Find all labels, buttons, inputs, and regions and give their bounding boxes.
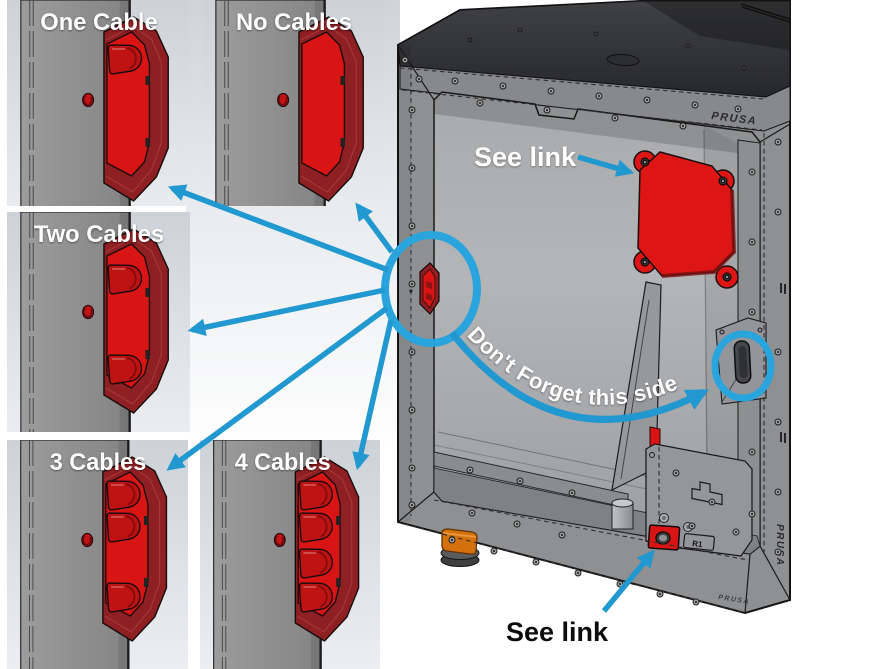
callout-arrow-two-cables bbox=[187, 287, 386, 336]
highlight-circle-left bbox=[381, 231, 481, 347]
see-link-top-arrow bbox=[577, 154, 635, 177]
psu-label: R1 bbox=[692, 539, 704, 549]
brand-text-side: PRUSA bbox=[774, 524, 785, 567]
panel-label: One Cable bbox=[40, 9, 157, 36]
top-vent bbox=[606, 53, 640, 67]
brand-text-corner: PRUSA bbox=[718, 594, 751, 606]
panel-four-cables: 4 Cables bbox=[200, 440, 380, 669]
callout-arrow-no-cables bbox=[355, 202, 395, 254]
panel-label: 3 Cables bbox=[50, 450, 147, 476]
brand-text-top: PRUSA bbox=[711, 110, 758, 128]
panel-label: No Cables bbox=[236, 9, 352, 36]
cable-clip bbox=[647, 524, 681, 551]
callout-arrow-three-cables bbox=[166, 305, 389, 471]
callout-arrow-four-cables bbox=[352, 319, 394, 471]
panel-label: 4 Cables bbox=[235, 450, 331, 476]
see-link-top-label: See link bbox=[474, 142, 577, 172]
top-rail bbox=[399, 65, 791, 132]
panel-two-cables: Two Cables bbox=[7, 212, 190, 432]
panel-three-cables: 3 Cables bbox=[7, 440, 188, 669]
psu-bracket-glyph bbox=[691, 481, 723, 506]
see-link-bottom-label: See link bbox=[506, 617, 609, 647]
grommet-plate bbox=[633, 150, 739, 289]
panel-label: Two Cables bbox=[34, 221, 164, 248]
callout-arrow-one-cable bbox=[167, 184, 389, 273]
panel-no-cables: No Cables bbox=[202, 0, 385, 206]
enclosure-foot bbox=[440, 528, 480, 567]
screws bbox=[401, 27, 782, 606]
top-rod bbox=[740, 3, 791, 23]
edge-grommet bbox=[409, 262, 440, 315]
dont-forget-arrow bbox=[449, 330, 709, 423]
enclosure-illustration: R1 bbox=[397, 0, 791, 615]
highlight-circle-right bbox=[711, 330, 775, 402]
panel-one-cable: One Cable bbox=[7, 0, 190, 206]
see-link-bottom-arrow bbox=[601, 549, 655, 613]
spacer-cylinder bbox=[611, 498, 634, 530]
